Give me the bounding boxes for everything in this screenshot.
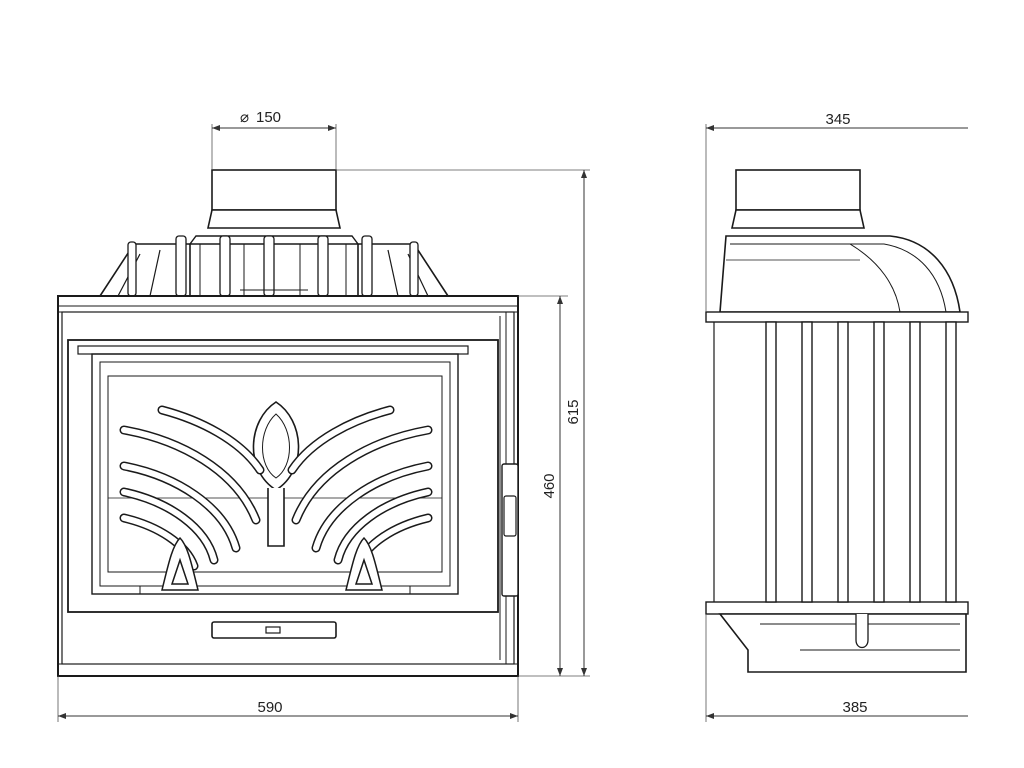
dimension-labels: ⌀ 150 590 615 460 345 385 <box>240 109 868 716</box>
dim-front-total-height: 615 <box>565 399 582 424</box>
dim-side-top-depth: 345 <box>825 111 850 128</box>
side-view <box>705 169 969 673</box>
back-plate-motif <box>119 401 433 571</box>
top-manifold <box>99 235 449 297</box>
flue-collar <box>188 169 360 245</box>
side-top-hood <box>719 235 961 313</box>
diameter-symbol: ⌀ <box>240 109 249 126</box>
air-control-slider <box>211 621 337 639</box>
side-base <box>718 613 967 673</box>
dim-side-bottom-depth: 385 <box>842 699 867 716</box>
dimension-lines <box>57 124 968 722</box>
side-flue-collar <box>731 169 865 229</box>
andirons <box>161 536 383 591</box>
dim-flue-diameter: 150 <box>256 109 281 126</box>
front-view <box>57 169 519 677</box>
door-handle <box>501 463 519 597</box>
side-body <box>705 311 969 615</box>
dim-front-width: 590 <box>257 699 282 716</box>
dim-front-body-height: 460 <box>541 473 558 498</box>
